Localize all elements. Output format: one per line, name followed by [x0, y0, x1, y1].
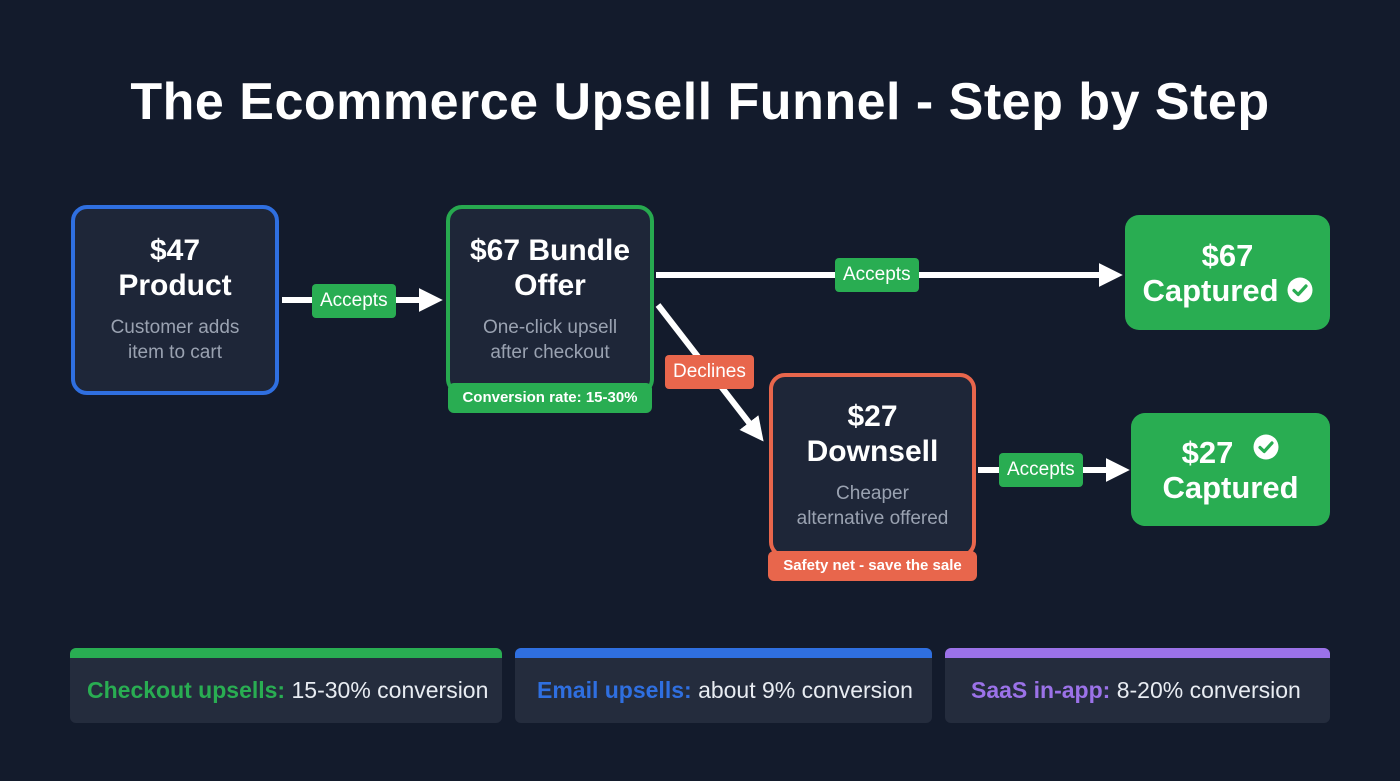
result-label: Captured — [1142, 272, 1279, 308]
stat-bar — [945, 648, 1330, 658]
result-label: Captured — [1162, 469, 1299, 505]
stat-text: SaaS in-app: 8-20% conversion — [945, 658, 1330, 722]
node-title: Product — [118, 269, 232, 302]
edge-label-declines: Declines — [665, 355, 754, 389]
node-price: $67 Bundle — [469, 234, 631, 267]
node-price: $27 — [847, 400, 898, 433]
stat-label: Email upsells: — [537, 677, 692, 703]
stat-label: SaaS in-app: — [971, 677, 1111, 703]
node-description: Cheaper alternative offered — [796, 483, 949, 529]
stat-label: Checkout upsells: — [87, 677, 286, 703]
node-bundle-offer: $67 Bundle Offer One-click upsell after … — [446, 205, 654, 395]
stat-checkout-upsells: Checkout upsells: 15-30% conversion — [70, 648, 502, 723]
result-27-captured: $27 Captured — [1131, 413, 1330, 526]
check-circle-icon — [1253, 434, 1279, 460]
safety-net-tag: Safety net - save the sale — [768, 551, 977, 581]
stat-text: Checkout upsells: 15-30% conversion — [70, 658, 502, 722]
result-amount: $67 — [1201, 237, 1254, 273]
node-title: Offer — [514, 269, 586, 302]
node-product: $47 Product Customer adds item to cart — [71, 205, 279, 395]
conversion-rate-tag: Conversion rate: 15-30% — [448, 383, 652, 413]
node-title: Downsell — [806, 435, 939, 468]
stat-text: Email upsells: about 9% conversion — [515, 658, 932, 722]
stat-bar — [515, 648, 932, 658]
node-downsell: $27 Downsell Cheaper alternative offered — [769, 373, 976, 558]
stat-email-upsells: Email upsells: about 9% conversion — [515, 648, 932, 723]
edge-label-accepts: Accepts — [312, 284, 396, 318]
stat-value: about 9% conversion — [698, 677, 913, 703]
result-67-captured: $67 Captured — [1125, 215, 1330, 330]
node-description: Customer adds item to cart — [110, 317, 240, 363]
check-circle-icon — [1287, 277, 1313, 303]
stat-bar — [70, 648, 502, 658]
page-title: The Ecommerce Upsell Funnel - Step by St… — [130, 73, 1270, 131]
result-amount: $27 — [1181, 434, 1234, 470]
edge-label-accepts: Accepts — [999, 453, 1083, 487]
node-description: One-click upsell after checkout — [482, 317, 618, 363]
stat-saas-in-app: SaaS in-app: 8-20% conversion — [945, 648, 1330, 723]
stat-value: 8-20% conversion — [1116, 677, 1301, 703]
edge-label-accepts: Accepts — [835, 258, 919, 292]
node-price: $47 — [149, 234, 201, 267]
stat-value: 15-30% conversion — [291, 677, 489, 703]
